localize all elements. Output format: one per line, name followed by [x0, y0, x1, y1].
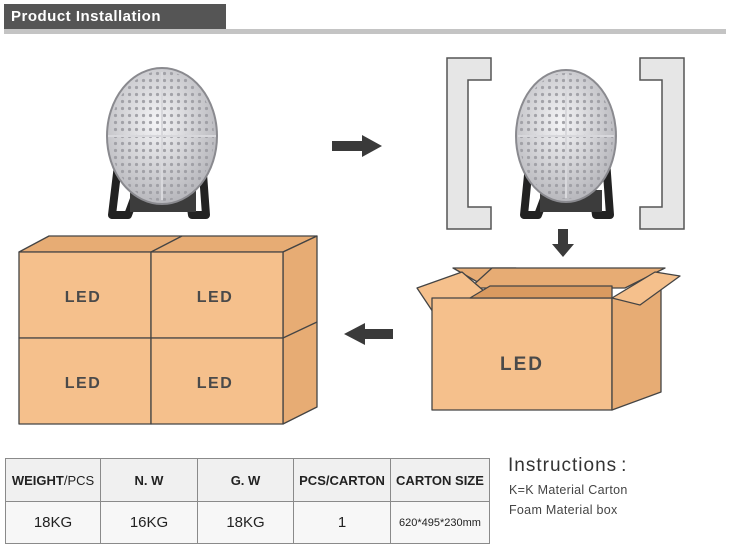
specs-table: WEIGHT/PCS N. W G. W PCS/CARTON CARTON S… — [5, 458, 490, 544]
instruction-line-1: K=K Material Carton — [509, 483, 628, 497]
open-carton — [416, 267, 681, 411]
header-gross-weight: G. W — [197, 458, 294, 502]
carton-label-4: LED — [197, 375, 234, 392]
header-carton-size: CARTON SIZE — [390, 458, 490, 502]
open-carton-label: LED — [500, 354, 544, 375]
section-header: Product Installation — [4, 4, 226, 29]
foam-right-bracket — [639, 57, 685, 230]
header-divider — [4, 29, 726, 34]
value-carton-size: 620*495*230mm — [390, 501, 490, 544]
header-weight: WEIGHT/PCS — [5, 458, 101, 502]
floodlight-icon — [106, 67, 218, 219]
specs-header-row: WEIGHT/PCS N. W G. W PCS/CARTON CARTON S… — [5, 458, 490, 502]
carton-label-3: LED — [65, 375, 102, 392]
header-pcs-carton: PCS/CARTON — [293, 458, 391, 502]
floodlight-in-foam-icon — [515, 69, 617, 219]
arrow-down-icon — [552, 229, 574, 257]
foam-left-bracket — [446, 57, 492, 230]
instruction-line-2: Foam Material box — [509, 503, 618, 517]
value-gross-weight: 18KG — [197, 501, 294, 544]
value-weight: 18KG — [5, 501, 101, 544]
stacked-cartons — [18, 235, 318, 425]
instructions-colon: : — [621, 455, 628, 476]
instructions-title: Instructions: — [508, 455, 628, 476]
specs-value-row: 18KG 16KG 18KG 1 620*495*230mm — [5, 501, 490, 544]
value-net-weight: 16KG — [100, 501, 198, 544]
arrow-left-icon — [344, 323, 393, 345]
value-pcs-carton: 1 — [293, 501, 391, 544]
arrow-right-icon — [332, 135, 382, 157]
section-title: Product Installation — [11, 8, 162, 25]
carton-label-1: LED — [65, 289, 102, 306]
header-net-weight: N. W — [100, 458, 198, 502]
carton-label-2: LED — [197, 289, 234, 306]
